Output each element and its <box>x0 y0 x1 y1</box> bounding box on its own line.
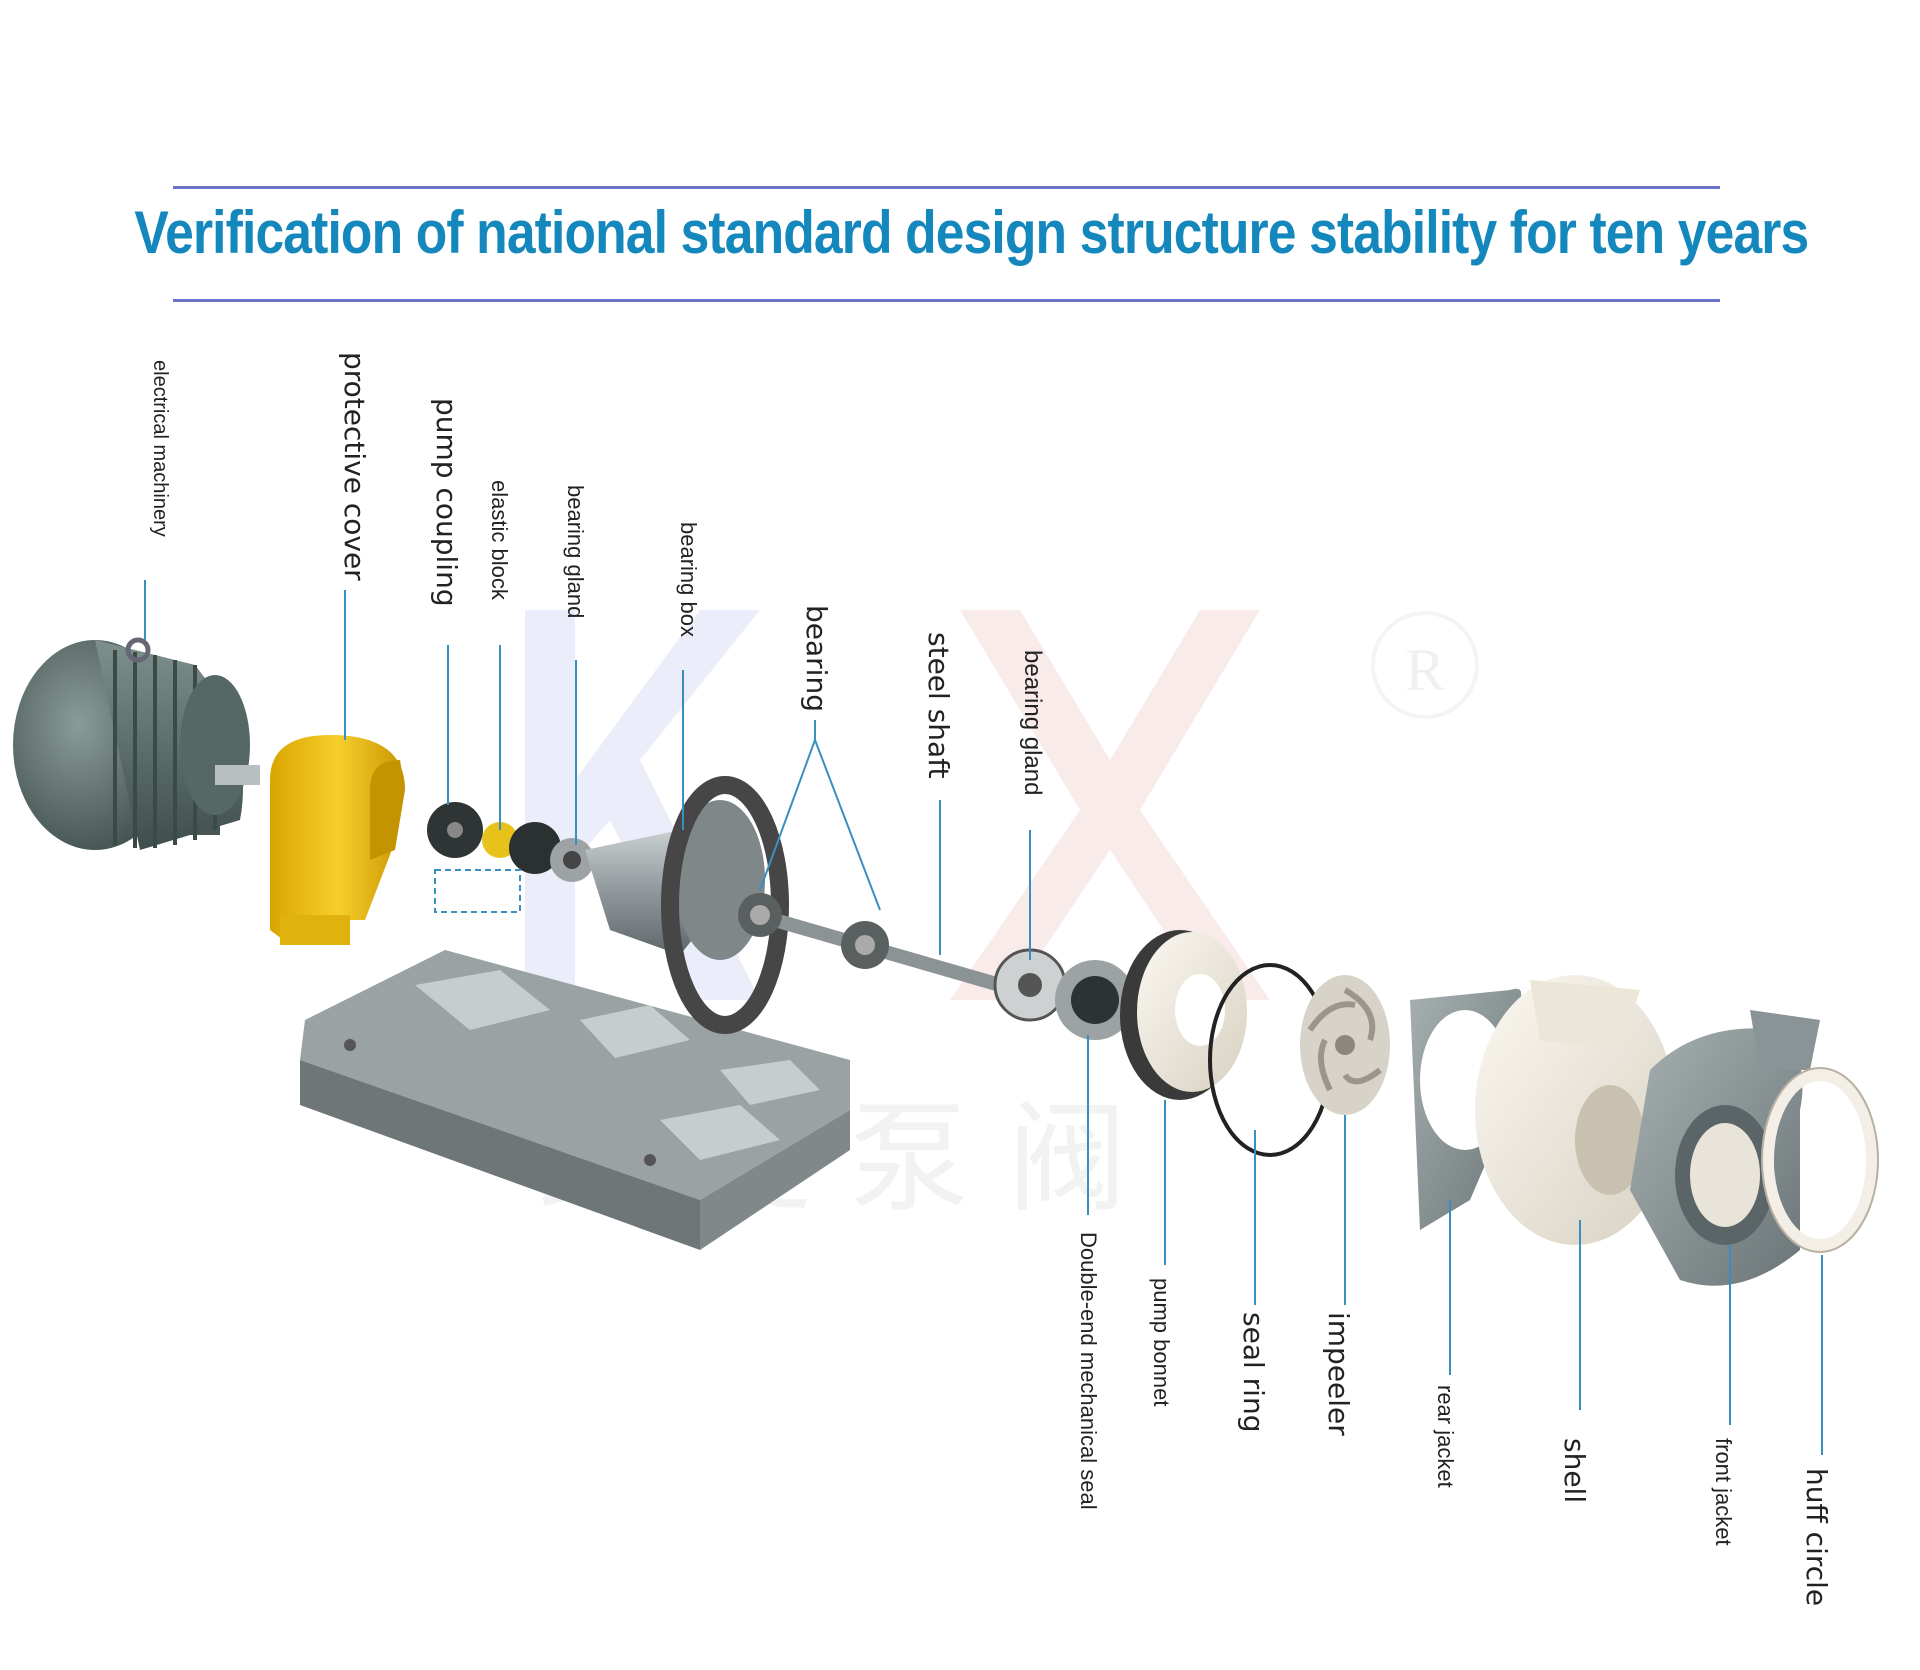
pump-bonnet <box>1120 930 1247 1100</box>
label-steel-shaft: steel shaft <box>922 632 955 779</box>
label-front-jacket: front jacket <box>1711 1438 1736 1546</box>
mechanical-seal <box>1055 960 1135 1040</box>
leader-lines <box>144 580 1823 1455</box>
label-mechanical-seal: Double-end mechanical seal <box>1076 1232 1101 1510</box>
protective-cover <box>270 735 405 945</box>
label-shell: shell <box>1558 1438 1591 1504</box>
base-plate <box>300 950 850 1250</box>
impeller <box>1300 975 1390 1115</box>
shell <box>1475 975 1675 1245</box>
label-bearing: bearing <box>800 605 833 712</box>
label-bearing-gland-1: bearing gland <box>563 485 588 619</box>
page-title: Verification of national standard design… <box>134 199 1809 266</box>
electrical-machinery <box>13 637 260 850</box>
huff-circle <box>1762 1069 1878 1251</box>
label-bearing-gland-2: bearing gland <box>1019 650 1046 796</box>
watermark-registered-mark: R <box>1405 637 1445 703</box>
label-huff-circle: huff circle <box>1800 1468 1833 1607</box>
pump-coupling-set <box>427 802 594 913</box>
label-impeller: impeeler <box>1322 1312 1355 1436</box>
huff-circle-outline <box>1761 1067 1879 1253</box>
title-top-rule <box>173 186 1720 189</box>
label-seal-ring: seal ring <box>1237 1312 1270 1433</box>
label-pump-bonnet: pump bonnet <box>1149 1278 1174 1407</box>
label-elastic-block: elastic block <box>487 480 512 600</box>
title-bottom-rule <box>173 299 1720 302</box>
front-jacket <box>1630 1010 1820 1286</box>
label-pump-coupling: pump coupling <box>430 398 463 607</box>
bearing-gland-2 <box>993 948 1067 1022</box>
label-bearing-box: bearing box <box>676 522 701 637</box>
label-electrical-machinery: electrical machinery <box>149 360 171 537</box>
label-protective-cover: protective cover <box>338 352 371 581</box>
shaft-assembly <box>738 893 1002 992</box>
label-rear-jacket: rear jacket <box>1433 1385 1458 1488</box>
header: Verification of national standard design… <box>0 0 1920 320</box>
